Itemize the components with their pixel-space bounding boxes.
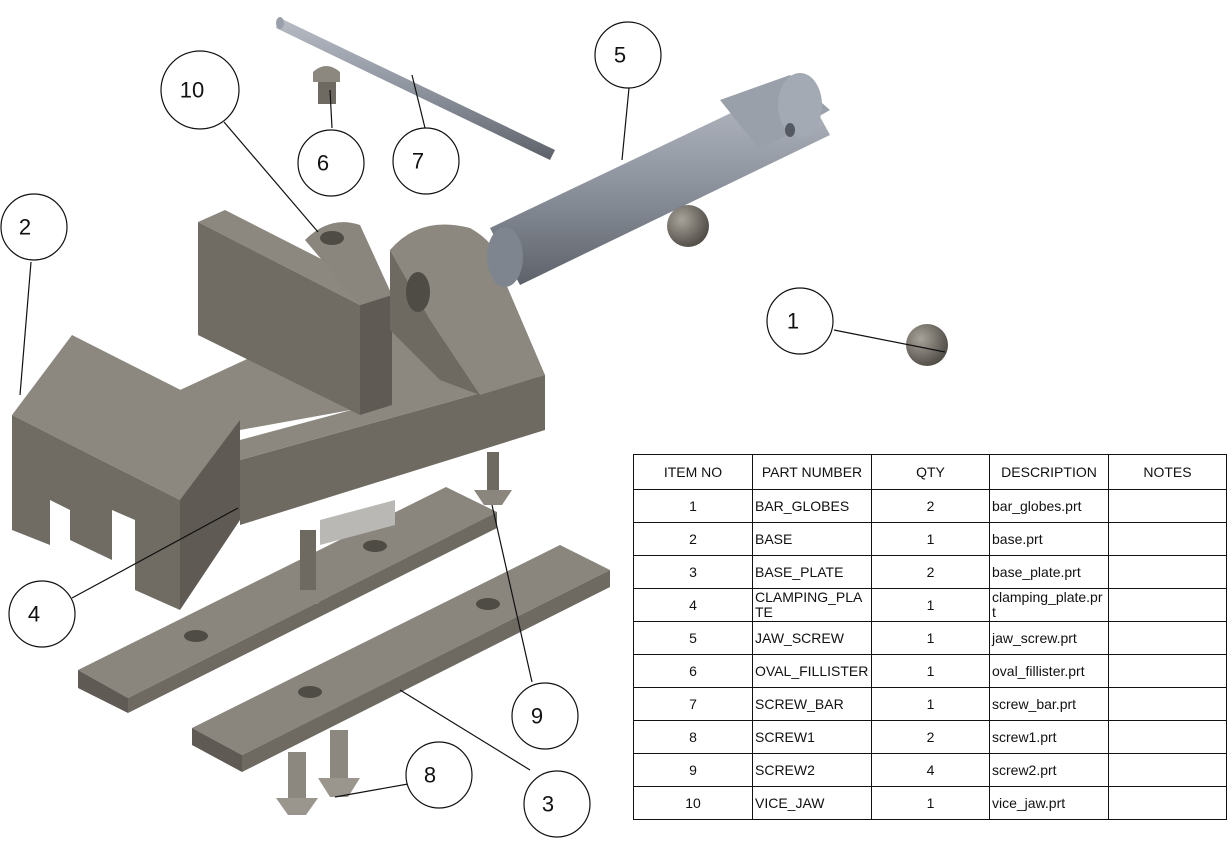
bom-qty: 2	[871, 489, 990, 523]
vice-jaw	[198, 210, 545, 415]
bom-item: 1	[633, 489, 753, 523]
jaw-screw	[487, 73, 830, 287]
table-row: 5 JAW_SCREW 1 jaw_screw.prt	[633, 621, 1227, 655]
table-row: 3 BASE_PLATE 2 base_plate.prt	[633, 555, 1227, 589]
bom-part: VICE_JAW	[752, 786, 872, 820]
bom-desc: vice_jaw.prt	[989, 786, 1109, 820]
bom-item: 9	[633, 753, 753, 787]
bom-item: 4	[633, 588, 753, 622]
bom-part: BASE	[752, 522, 872, 556]
bom-desc: jaw_screw.prt	[989, 621, 1109, 655]
bom-part: SCREW_BAR	[752, 687, 872, 721]
bom-notes	[1108, 522, 1227, 556]
bom-part: CLAMPING_PLATE	[752, 588, 872, 622]
bom-desc: oval_fillister.prt	[989, 654, 1109, 688]
svg-text:3: 3	[542, 792, 554, 817]
bom-notes	[1108, 654, 1227, 688]
bar-globe-upper	[667, 205, 709, 247]
svg-text:10: 10	[180, 78, 204, 103]
bom-part: SCREW2	[752, 753, 872, 787]
bom-header-desc: DESCRIPTION	[989, 454, 1109, 490]
bom-qty: 1	[871, 654, 990, 688]
balloon-9: 9	[511, 682, 579, 750]
bom-notes	[1108, 588, 1227, 622]
balloon-5: 5	[594, 21, 662, 89]
bom-part: JAW_SCREW	[752, 621, 872, 655]
bom-notes	[1108, 753, 1227, 787]
bom-qty: 2	[871, 720, 990, 754]
bom-qty: 4	[871, 753, 990, 787]
bom-qty: 1	[871, 522, 990, 556]
bom-notes	[1108, 786, 1227, 820]
svg-text:4: 4	[28, 602, 40, 627]
svg-text:1: 1	[787, 309, 799, 334]
bom-item: 2	[633, 522, 753, 556]
table-row: 2 BASE 1 base.prt	[633, 522, 1227, 556]
bom-notes	[1108, 555, 1227, 589]
base-plate-back	[78, 487, 497, 713]
table-row: 9 SCREW2 4 screw2.prt	[633, 753, 1227, 787]
bom-item: 10	[633, 786, 753, 820]
table-row: 10 VICE_JAW 1 vice_jaw.prt	[633, 786, 1227, 820]
bom-qty: 1	[871, 786, 990, 820]
oval-fillister	[313, 66, 340, 104]
bom-desc: screw2.prt	[989, 753, 1109, 787]
table-row: 4 CLAMPING_PLATE 1 clamping_plate.prt	[633, 588, 1227, 622]
balloon-4: 4	[8, 580, 76, 648]
bom-notes	[1108, 720, 1227, 754]
bar-globe-lower	[906, 324, 948, 366]
bom-qty: 1	[871, 588, 990, 622]
table-row: 7 SCREW_BAR 1 screw_bar.prt	[633, 687, 1227, 721]
bom-desc: bar_globes.prt	[989, 489, 1109, 523]
balloon-2: 2	[0, 193, 68, 261]
bom-desc: screw1.prt	[989, 720, 1109, 754]
balloon-6: 6	[297, 129, 365, 197]
bom-part: BAR_GLOBES	[752, 489, 872, 523]
table-row: 1 BAR_GLOBES 2 bar_globes.prt	[633, 489, 1227, 523]
bom-part: BASE_PLATE	[752, 555, 872, 589]
bom-item: 8	[633, 720, 753, 754]
bom-header-item: ITEM NO	[633, 454, 753, 490]
bom-header-part: PART NUMBER	[752, 454, 872, 490]
bom-header-notes: NOTES	[1108, 454, 1227, 490]
bill-of-materials: ITEM NO PART NUMBER QTY DESCRIPTION NOTE…	[633, 454, 1227, 820]
bom-desc: clamping_plate.prt	[989, 588, 1109, 622]
balloon-3: 3	[523, 770, 591, 838]
bom-desc: base_plate.prt	[989, 555, 1109, 589]
bom-qty: 1	[871, 687, 990, 721]
table-row: 8 SCREW1 2 screw1.prt	[633, 720, 1227, 754]
balloon-8: 8	[405, 741, 473, 809]
bom-item: 7	[633, 687, 753, 721]
balloon-7: 7	[392, 127, 460, 195]
bom-header-qty: QTY	[871, 454, 990, 490]
bom-notes	[1108, 621, 1227, 655]
svg-text:2: 2	[19, 215, 31, 240]
bom-header-row: ITEM NO PART NUMBER QTY DESCRIPTION NOTE…	[633, 454, 1227, 490]
screw2-right	[474, 452, 512, 505]
balloon-1: 1	[766, 287, 834, 355]
bom-desc: base.prt	[989, 522, 1109, 556]
bom-notes	[1108, 687, 1227, 721]
screw2-left	[288, 530, 328, 604]
bom-qty: 2	[871, 555, 990, 589]
clamping-plate	[320, 500, 395, 545]
bom-desc: screw_bar.prt	[989, 687, 1109, 721]
leader-lines	[19, 74, 946, 798]
bom-notes	[1108, 489, 1227, 523]
svg-text:8: 8	[424, 763, 436, 788]
bom-qty: 1	[871, 621, 990, 655]
bom-part: OVAL_FILLISTER	[752, 654, 872, 688]
svg-text:6: 6	[317, 151, 329, 176]
balloon-10: 10	[160, 50, 240, 130]
table-row: 6 OVAL_FILLISTER 1 oval_fillister.prt	[633, 654, 1227, 688]
bom-part: SCREW1	[752, 720, 872, 754]
bom-item: 5	[633, 621, 753, 655]
svg-text:7: 7	[412, 149, 424, 174]
svg-text:9: 9	[531, 704, 543, 729]
svg-text:5: 5	[614, 43, 626, 68]
bom-item: 6	[633, 654, 753, 688]
bom-item: 3	[633, 555, 753, 589]
screw1-pair	[276, 730, 360, 815]
